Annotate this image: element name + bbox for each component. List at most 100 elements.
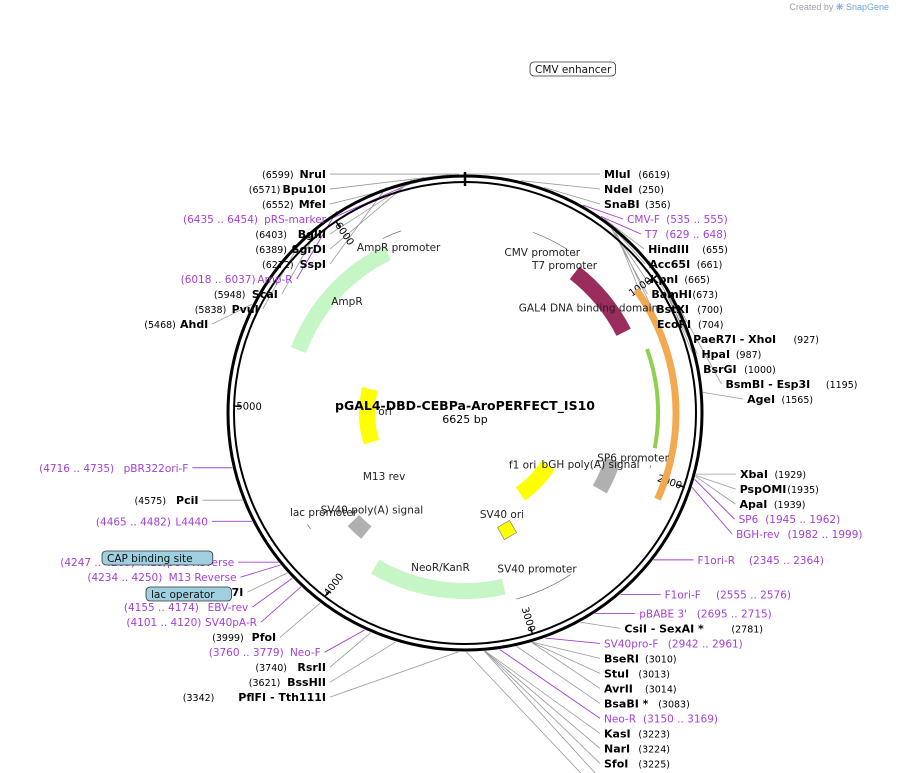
lac-promoter-label: lac promoter [290, 507, 358, 519]
pflfi-site: PflFI - Tth111I(3342) [183, 691, 326, 704]
sv40-promoter-arc [513, 567, 576, 607]
agei-name: AgeI [747, 393, 775, 406]
tick-4000 [324, 590, 330, 598]
snabi-leader [544, 187, 601, 205]
neo-f-name: Neo-F [290, 647, 321, 659]
pfoi-name: PfoI [252, 631, 277, 644]
snapgene-logo-icon: ❋ [835, 2, 844, 12]
credit-prefix: Created by [789, 2, 834, 12]
t7-promoter-outline [573, 253, 577, 256]
credit-brand: SnapGene [845, 2, 889, 12]
sp6-leader [694, 479, 735, 520]
pspomi-name: PspOMI [740, 483, 787, 496]
csii-site: CsiI - SexAI *(2781) [624, 622, 763, 635]
bgh-rev-name: BGH-rev [736, 529, 780, 541]
bgh-rev-leader [691, 487, 733, 535]
bgh-polya-arc [592, 457, 621, 494]
hindiii-site: HindIII(655) [648, 243, 728, 256]
bstz17i-leader [247, 572, 288, 593]
pbr322ori-f-name: pBR322ori-F [124, 463, 189, 475]
ori-label: ori [378, 406, 392, 418]
ndei-leader [521, 180, 601, 190]
t7-num: (629 .. 648) [665, 229, 727, 241]
orf-green-arc [645, 348, 660, 449]
ebv-rev-num: (4155 .. 4174) [124, 602, 199, 614]
sp6-num: (1945 .. 1962) [765, 514, 840, 526]
bsshii-num: (3621) [249, 678, 281, 689]
bstxi-num: (700) [697, 305, 723, 316]
bstxi-name: BstXI [656, 303, 689, 316]
bgh-rev-primer: BGH-rev(1982 .. 1999) [736, 529, 862, 541]
t7-primer: T7(629 .. 648) [644, 229, 727, 241]
l4440-num: (4465 .. 4482) [96, 516, 171, 528]
m13-reverse-leader [240, 564, 281, 578]
sfoi-site: SfoI(3225) [604, 757, 670, 770]
pflfi-name: PflFI - Tth111I [238, 691, 326, 704]
nrui-name: NruI [299, 168, 326, 181]
bsrgi-num: (1000) [744, 365, 776, 376]
f1ori-r-name: F1ori-R [698, 555, 735, 567]
ebv-rev-name: EBV-rev [208, 602, 249, 614]
scai-site: ScaI(5948) [214, 288, 278, 301]
paer7i-name: PaeR7I - XhoI [693, 333, 776, 346]
sv40pro-f-leader [545, 637, 601, 644]
cmv-f-num: (535 .. 555) [666, 214, 728, 226]
pfoi-num: (3999) [212, 633, 244, 644]
cmv-enhancer-box: CMV enhancer [529, 61, 616, 77]
hpai-name: HpaI [701, 348, 730, 361]
ampr-arc [291, 245, 392, 353]
scai-leader [281, 221, 323, 295]
hindiii-leader [603, 218, 645, 250]
cap-binding-site-box: CAP binding site [101, 550, 214, 566]
ampr-promoter-label: AmpR promoter [357, 242, 441, 254]
sv40-promoter-label: SV40 promoter [497, 563, 577, 575]
f1ori-f-num: (2555 .. 2576) [716, 589, 791, 601]
bsmbi-leader [681, 311, 722, 385]
neo-r-primer: Neo-R(3150 .. 3169) [604, 713, 718, 725]
bsabi-site: BsaBI *(3083) [604, 697, 690, 710]
plasmid-backbone [226, 172, 704, 652]
orf-orange-arc [633, 287, 680, 501]
ahdi-name: AhdI [180, 318, 208, 331]
f1ori-r-num: (2345 .. 2364) [749, 555, 824, 567]
pspomi-site: PspOMI(1935) [740, 483, 819, 496]
sp6-promoter-label: SP6 promoter [597, 453, 669, 465]
ampr-label: AmpR [331, 296, 362, 308]
kpni-site: KpnI(665) [650, 273, 710, 286]
tick-1000 [646, 277, 654, 284]
apai-num: (1939) [774, 500, 806, 511]
mfei-num: (6552) [262, 200, 294, 211]
m13-reverse-primer: M13 Reverse(4234 .. 4250) [87, 572, 236, 584]
cmv-enhancer-rect [529, 61, 616, 77]
sv40-ori-box [497, 520, 517, 540]
ecori-name: EcoRI [657, 318, 691, 331]
bsmbi-name: BsmBI - Esp3I [725, 378, 810, 391]
sspi-name: SspI [300, 258, 326, 271]
hpai-site: HpaI(987) [701, 348, 761, 361]
mfei-site: MfeI(6552) [262, 198, 326, 211]
neor-kanr-label: NeoR/KanR [411, 562, 470, 574]
f1-ori-arc [515, 460, 555, 501]
sv40-ori-label: SV40 ori [480, 509, 524, 521]
lac-operator-label: lac operator [151, 589, 215, 601]
sv40pro-f-primer: SV40pro-F(2942 .. 2961) [604, 638, 743, 650]
bsrgi-name: BsrGI [703, 363, 736, 376]
stui-num: (3013) [638, 669, 670, 680]
bgh-polya-label: bGH poly(A) signal [542, 459, 640, 471]
scai-num: (5948) [214, 290, 246, 301]
m13-rev-arc [363, 485, 377, 498]
xbai-num: (1929) [774, 470, 806, 481]
bseri-leader [532, 641, 601, 659]
ndei-name: NdeI [604, 183, 633, 196]
cmv-f-primer: CMV-F(535 .. 555) [627, 214, 728, 226]
ahdi-site: AhdI(5468) [144, 318, 208, 331]
sgrdi-name: SgrDI [292, 243, 326, 256]
t7-leader [600, 216, 642, 235]
cap-binding-site-label: CAP binding site [107, 553, 193, 565]
bpu10i-site: Bpu10I(6571) [249, 183, 326, 196]
ahdi-leader [212, 303, 253, 325]
paer7i-site: PaeR7I - XhoI(927) [693, 333, 819, 346]
kpni-num: (665) [684, 275, 710, 286]
pcii-num: (4575) [134, 496, 166, 507]
pvui-site: PvuI(5838) [195, 303, 259, 316]
